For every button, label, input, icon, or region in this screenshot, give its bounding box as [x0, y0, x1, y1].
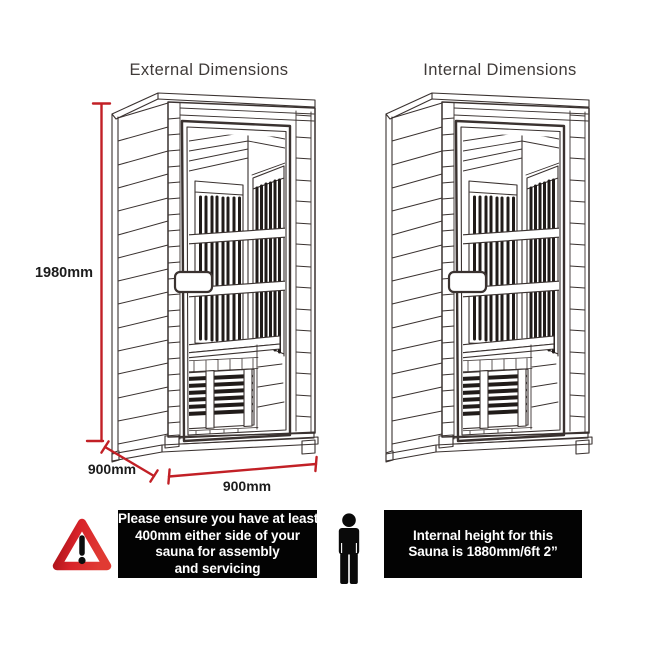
note-line: and servicing — [174, 560, 261, 576]
depth-dimension-line — [100, 440, 159, 483]
width-dimension-label: 900mm — [223, 478, 271, 494]
note-line: Internal height for this — [412, 527, 554, 543]
note-line: sauna for assembly — [155, 544, 280, 559]
height-dimension-line — [85, 102, 112, 443]
warning-triangle-icon — [52, 518, 112, 571]
external-diagram-title: External Dimensions — [129, 61, 289, 79]
internal-sauna-drawing — [386, 93, 592, 462]
note-line: Please ensure you have at least — [118, 511, 319, 526]
note-line: 400mm either side of your — [135, 527, 300, 543]
person-icon — [338, 513, 360, 584]
height-dimension-label: 1980mm — [35, 265, 93, 281]
note-line: Sauna is 1880mm/6ft 2” — [408, 544, 558, 559]
internal-height-note-box: Internal height for this Sauna is 1880mm… — [384, 510, 582, 578]
external-sauna-drawing — [112, 93, 318, 462]
width-dimension-line — [167, 455, 318, 485]
depth-dimension-label: 900mm — [88, 461, 136, 477]
internal-diagram-title: Internal Dimensions — [423, 61, 577, 79]
assembly-note-box: Please ensure you have at least 400mm ei… — [118, 510, 319, 578]
